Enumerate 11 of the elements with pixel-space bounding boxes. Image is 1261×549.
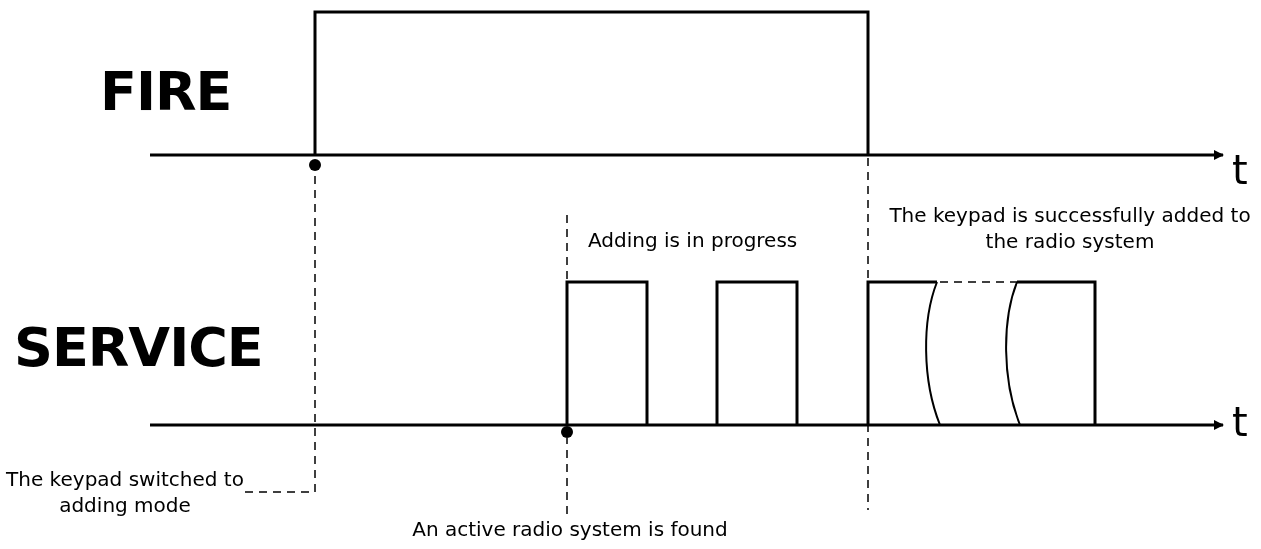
point-dot — [561, 426, 573, 438]
annotation-text: The keypad switched to adding mode — [5, 466, 245, 518]
point-dot — [309, 159, 321, 171]
signal-name: SERVICE — [14, 318, 263, 378]
annotation-text: An active radio system is found — [370, 516, 770, 542]
axis-label: t — [1232, 148, 1248, 192]
annotation-text: Adding is in progress — [588, 227, 798, 253]
signal-name: FIRE — [100, 62, 232, 122]
axis-label: t — [1232, 400, 1248, 444]
leader-line — [566, 437, 568, 515]
annotation-text: The keypad is successfully added to the radio system — [888, 202, 1252, 254]
